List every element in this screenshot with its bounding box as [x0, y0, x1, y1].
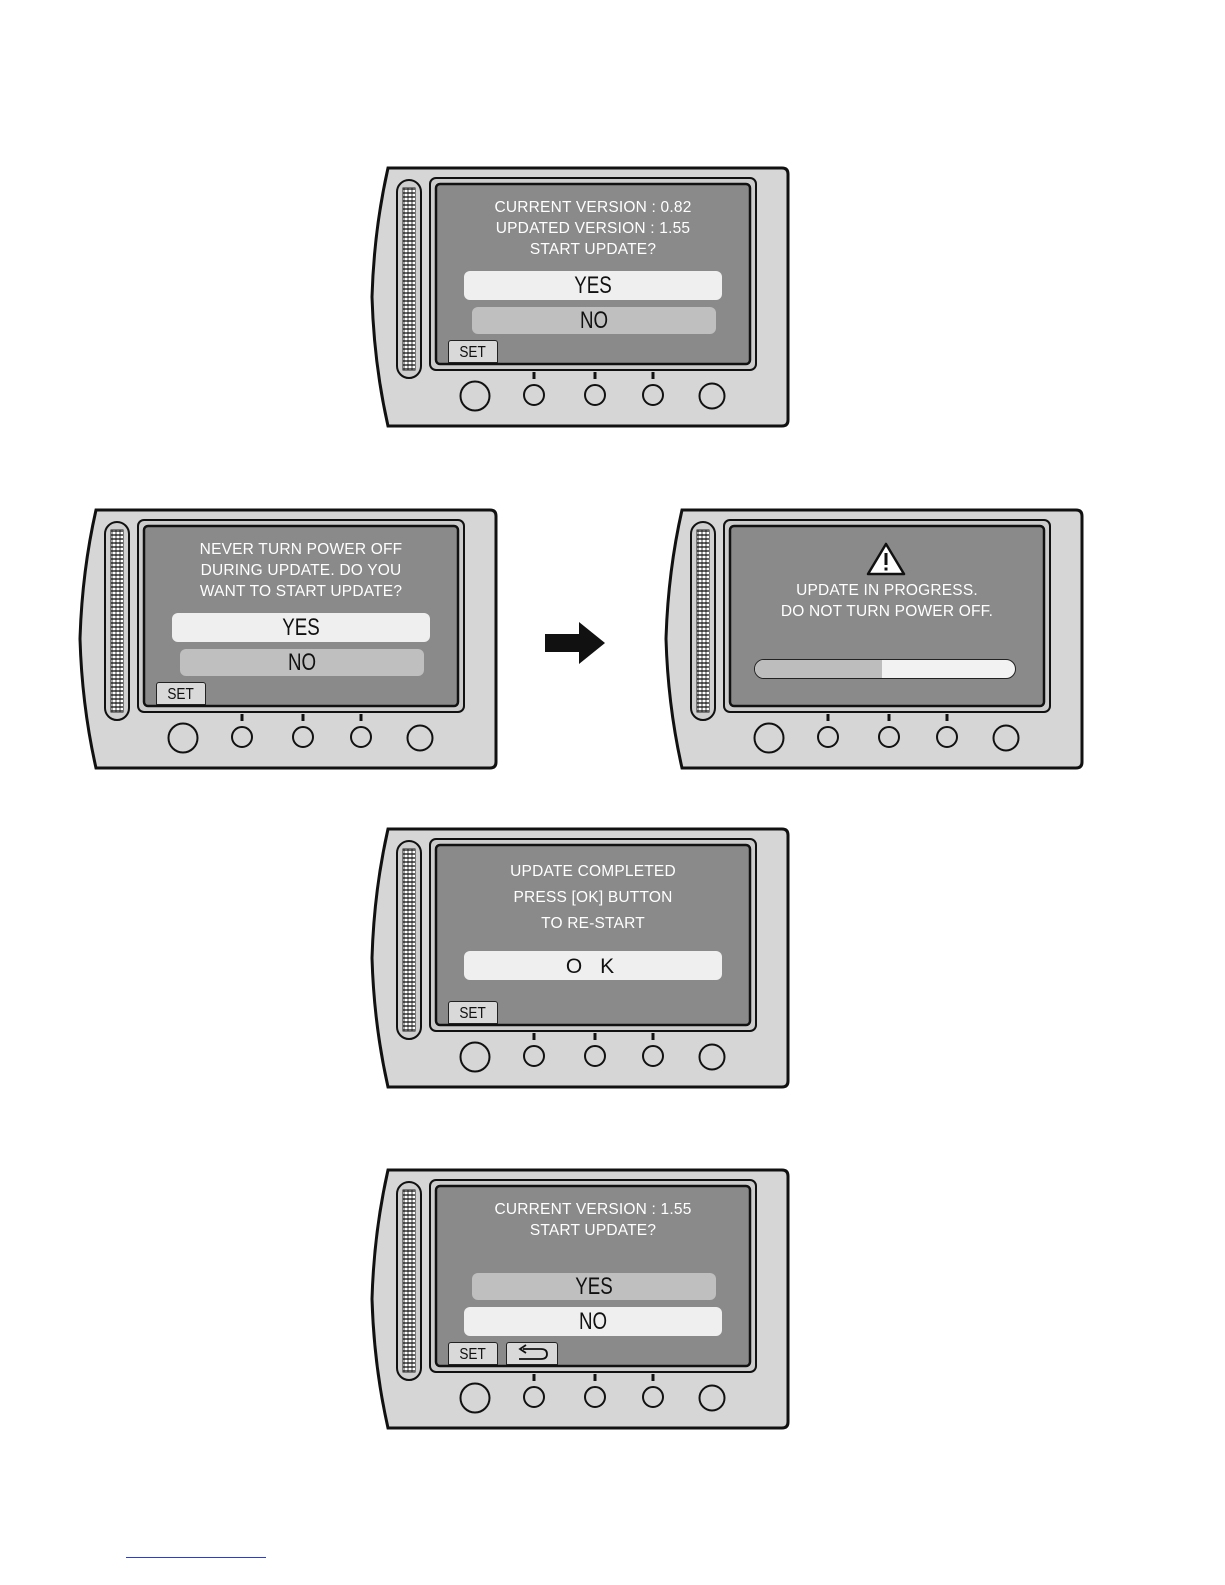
option-no[interactable]: NO	[472, 307, 716, 334]
lcd-screen: CURRENT VERSION : 1.55 START UPDATE? YES…	[436, 1186, 750, 1366]
lcd-screen: NEVER TURN POWER OFF DURING UPDATE. DO Y…	[144, 526, 458, 706]
message-current-version: CURRENT VERSION : 0.82	[436, 197, 750, 218]
option-no[interactable]: NO	[180, 649, 424, 676]
return-arrow-icon	[507, 1343, 557, 1364]
lcd-screen: UPDATE IN PROGRESS. DO NOT TURN POWER OF…	[730, 526, 1044, 706]
message-start-update: START UPDATE?	[436, 1220, 750, 1241]
lcd-screen: CURRENT VERSION : 0.82 UPDATED VERSION :…	[436, 184, 750, 364]
panel-update-completed: UPDATE COMPLETED PRESS [OK] BUTTON TO RE…	[370, 825, 790, 1091]
message-press-ok: PRESS [OK] BUTTON	[436, 885, 750, 911]
footnote-rule	[126, 1557, 266, 1558]
option-yes[interactable]: YES	[464, 271, 722, 300]
set-button[interactable]: SET	[156, 682, 206, 705]
message-updated-version: UPDATED VERSION : 1.55	[436, 218, 750, 239]
panel-already-updated: CURRENT VERSION : 1.55 START UPDATE? YES…	[370, 1166, 790, 1432]
lcd-screen: UPDATE COMPLETED PRESS [OK] BUTTON TO RE…	[436, 845, 750, 1025]
option-no[interactable]: NO	[464, 1307, 722, 1336]
message-completed: UPDATE COMPLETED	[436, 859, 750, 885]
option-yes[interactable]: YES	[472, 1273, 716, 1300]
message-line-1: NEVER TURN POWER OFF	[144, 539, 458, 560]
message-in-progress: UPDATE IN PROGRESS.	[730, 580, 1044, 601]
update-progress-bar	[754, 659, 1016, 679]
warning-triangle-icon	[865, 541, 907, 577]
message-line-2: DURING UPDATE. DO YOU	[144, 560, 458, 581]
message-restart: TO RE-START	[436, 911, 750, 937]
option-yes[interactable]: YES	[172, 613, 430, 642]
right-arrow-icon	[543, 620, 607, 666]
message-start-update: START UPDATE?	[436, 239, 750, 260]
message-current-version: CURRENT VERSION : 1.55	[436, 1199, 750, 1220]
panel-update-progress: UPDATE IN PROGRESS. DO NOT TURN POWER OF…	[664, 506, 1084, 772]
set-button[interactable]: SET	[448, 340, 498, 363]
set-button[interactable]: SET	[448, 1342, 498, 1365]
message-line-3: WANT TO START UPDATE?	[144, 581, 458, 602]
set-button[interactable]: SET	[448, 1001, 498, 1024]
back-button[interactable]	[506, 1342, 558, 1365]
panel-version-check: CURRENT VERSION : 0.82 UPDATED VERSION :…	[370, 164, 790, 430]
progress-fill	[755, 660, 882, 678]
panel-power-warning: NEVER TURN POWER OFF DURING UPDATE. DO Y…	[78, 506, 498, 772]
ok-button[interactable]: O K	[464, 951, 722, 980]
message-do-not-power-off: DO NOT TURN POWER OFF.	[730, 601, 1044, 622]
